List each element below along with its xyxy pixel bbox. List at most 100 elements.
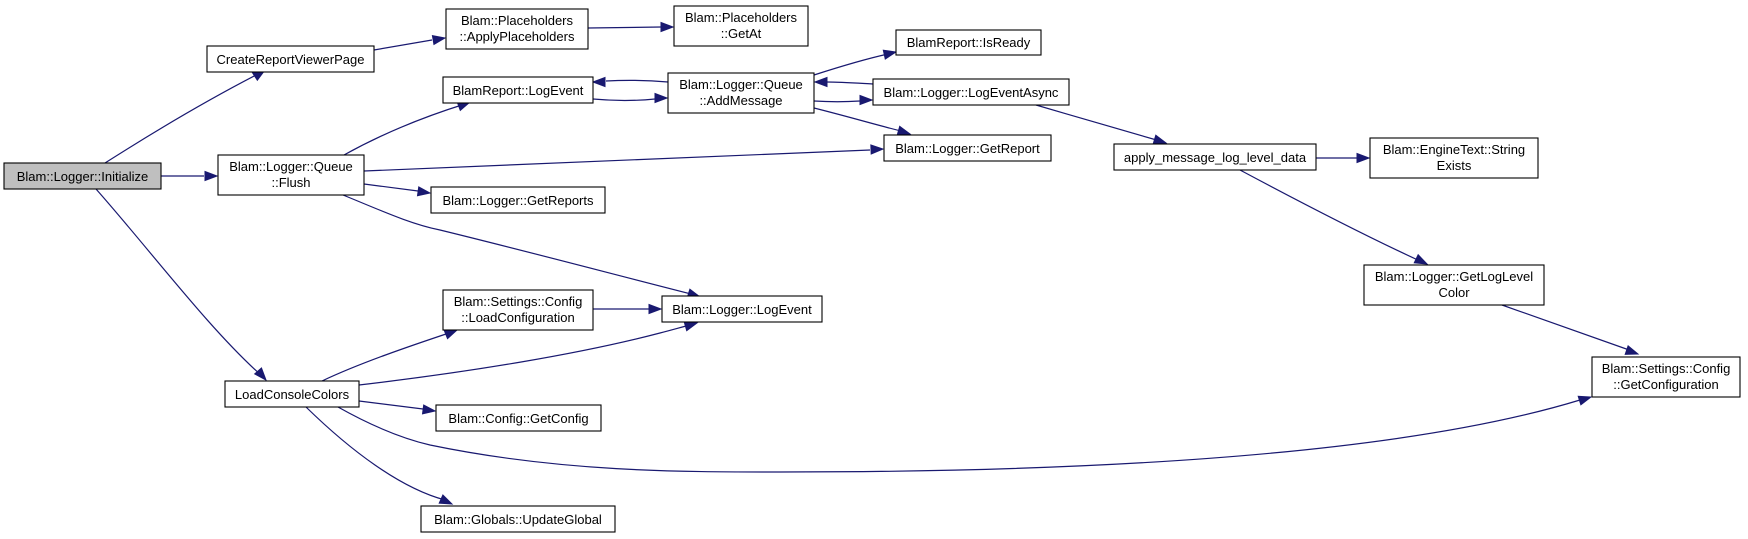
edge-create-report-viewer-page-to-placeholders-apply [373, 34, 447, 51]
edge-load-console-colors-to-logger-logevent [358, 321, 699, 386]
edge-initialize-to-create-report-viewer-page [104, 69, 267, 164]
node-config-getconfig-label: Blam::Config::GetConfig [448, 411, 588, 426]
node-report-isready[interactable]: BlamReport::IsReady [895, 29, 1042, 56]
node-enginetext-stringexists[interactable]: Blam::EngineText::String Exists [1369, 137, 1539, 179]
edge-line [342, 194, 696, 296]
edge-line [1501, 304, 1633, 352]
node-apply-message-log-level-data[interactable]: apply_message_log_level_data [1113, 143, 1317, 171]
edge-line [813, 100, 861, 103]
node-globals-updateglobal[interactable]: Blam::Globals::UpdateGlobal [420, 505, 616, 533]
arrowhead [683, 321, 699, 332]
arrowhead [1624, 345, 1640, 355]
edge-report-logevent-to-queue-addmessage [592, 92, 669, 104]
edge-queue-addmessage-to-logger-getreport [813, 107, 912, 136]
node-logger-getloglevelcolor[interactable]: Blam::Logger::GetLogLevel Color [1363, 264, 1545, 306]
node-queue-addmessage-label-2: ::AddMessage [699, 93, 782, 108]
edge-logger-logeventasync-to-queue-addmessage [813, 76, 874, 88]
edge-line [813, 53, 889, 76]
arrowhead [896, 125, 912, 136]
edge-line [1239, 169, 1421, 262]
node-settings-loadconfiguration-label-1: Blam::Settings::Config [454, 294, 583, 309]
arrowhead [431, 34, 447, 46]
node-logger-getreports[interactable]: Blam::Logger::GetReports [430, 186, 606, 214]
arrowhead [870, 144, 885, 155]
arrowhead [1413, 253, 1429, 265]
arrowhead [1577, 395, 1593, 406]
node-settings-getconfiguration[interactable]: Blam::Settings::Config ::GetConfiguratio… [1591, 356, 1741, 398]
edge-logger-getloglevelcolor-to-settings-getconfiguration [1501, 304, 1640, 355]
node-placeholders-apply-label-2: ::ApplyPlaceholders [460, 29, 575, 44]
edge-queue-flush-to-report-logevent [343, 101, 472, 156]
node-apply-message-log-level-data-label: apply_message_log_level_data [1124, 150, 1307, 165]
arrowhead [1152, 134, 1168, 145]
node-placeholders-getat[interactable]: Blam::Placeholders ::GetAt [673, 5, 809, 47]
edge-line [104, 71, 263, 164]
edge-line [343, 103, 466, 156]
node-settings-getconfiguration-label-2: ::GetConfiguration [1613, 377, 1719, 392]
node-settings-loadconfiguration-label-2: ::LoadConfiguration [461, 310, 574, 325]
arrowhead [421, 404, 437, 415]
edge-queue-addmessage-to-logger-logeventasync [813, 94, 874, 106]
edge-queue-addmessage-to-report-logevent [591, 76, 669, 88]
edge-queue-addmessage-to-report-isready [813, 49, 898, 76]
edge-initialize-to-queue-flush [161, 170, 219, 182]
node-load-console-colors[interactable]: LoadConsoleColors [224, 380, 360, 408]
edges-layer [95, 21, 1640, 505]
edge-queue-flush-to-logger-getreports [363, 183, 432, 197]
node-logger-logeventasync-label: Blam::Logger::LogEventAsync [884, 85, 1059, 100]
edge-line [373, 39, 433, 51]
edge-line [813, 107, 906, 133]
edge-placeholders-apply-to-placeholders-getat [587, 21, 675, 33]
edge-load-console-colors-to-globals-updateglobal [305, 406, 454, 505]
arrowhead [204, 170, 219, 182]
node-logger-getreports-label: Blam::Logger::GetReports [442, 193, 594, 208]
arrowhead [654, 92, 669, 104]
edge-line [337, 399, 1581, 473]
nodes-layer: Blam::Logger::Initialize CreateReportVie… [3, 5, 1741, 533]
node-settings-loadconfiguration[interactable]: Blam::Settings::Config ::LoadConfigurati… [442, 289, 594, 331]
node-report-logevent[interactable]: BlamReport::LogEvent [442, 76, 594, 104]
arrowhead [253, 367, 267, 382]
edge-load-console-colors-to-config-getconfig [358, 400, 437, 415]
node-logger-getreport-label: Blam::Logger::GetReport [895, 141, 1040, 156]
node-placeholders-getat-label-1: Blam::Placeholders [685, 10, 797, 25]
arrowhead [882, 49, 898, 60]
node-logger-logeventasync[interactable]: Blam::Logger::LogEventAsync [872, 78, 1070, 106]
edge-line [358, 324, 691, 386]
edge-line [592, 98, 656, 102]
node-queue-flush[interactable]: Blam::Logger::Queue ::Flush [217, 154, 365, 196]
node-queue-addmessage[interactable]: Blam::Logger::Queue ::AddMessage [667, 72, 815, 114]
edge-line [1035, 104, 1161, 142]
node-logger-getloglevelcolor-label-2: Color [1438, 285, 1470, 300]
node-create-report-viewer-page[interactable]: CreateReportViewerPage [206, 45, 375, 73]
node-logger-logevent-label: Blam::Logger::LogEvent [672, 302, 812, 317]
arrowhead [443, 329, 459, 340]
node-logger-logevent[interactable]: Blam::Logger::LogEvent [661, 295, 823, 323]
arrowhead [1356, 152, 1371, 164]
edge-apply-message-log-level-data-to-enginetext-stringexists [1316, 152, 1371, 164]
edge-line [363, 183, 419, 192]
node-placeholders-apply[interactable]: Blam::Placeholders ::ApplyPlaceholders [445, 8, 589, 50]
edge-line [826, 81, 874, 85]
node-settings-getconfiguration-label-1: Blam::Settings::Config [1602, 361, 1731, 376]
edge-line [363, 149, 871, 172]
node-create-report-viewer-page-label: CreateReportViewerPage [217, 52, 365, 67]
edge-apply-message-log-level-data-to-logger-getloglevelcolor [1239, 169, 1429, 265]
edge-line [95, 188, 263, 377]
node-initialize[interactable]: Blam::Logger::Initialize [3, 162, 162, 190]
edge-queue-flush-to-logger-getreport [363, 144, 885, 172]
node-logger-getreport[interactable]: Blam::Logger::GetReport [883, 134, 1052, 162]
edge-line [305, 406, 446, 501]
node-config-getconfig[interactable]: Blam::Config::GetConfig [435, 404, 602, 432]
node-enginetext-stringexists-label-2: Exists [1437, 158, 1472, 173]
node-queue-addmessage-label-1: Blam::Logger::Queue [679, 77, 803, 92]
arrowhead [813, 76, 828, 88]
node-report-logevent-label: BlamReport::LogEvent [453, 83, 584, 98]
node-queue-flush-label-2: ::Flush [271, 175, 310, 190]
edge-line [321, 331, 453, 382]
edge-load-console-colors-to-settings-loadconfiguration [321, 329, 459, 382]
node-report-isready-label: BlamReport::IsReady [907, 35, 1031, 50]
node-load-console-colors-label: LoadConsoleColors [235, 387, 350, 402]
arrowhead [660, 21, 675, 33]
node-logger-getloglevelcolor-label-1: Blam::Logger::GetLogLevel [1375, 269, 1533, 284]
